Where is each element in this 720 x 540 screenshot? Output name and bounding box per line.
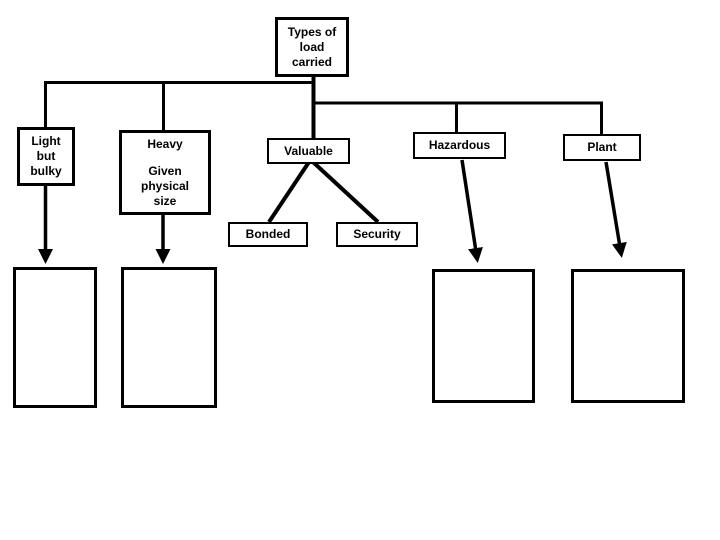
node-light-but-bulky[interactable]: Light but bulky bbox=[17, 127, 75, 186]
arrow-hazardous-to-answer-box bbox=[460, 159, 483, 263]
connector-valuable-security bbox=[311, 160, 380, 224]
node-plant[interactable]: Plant bbox=[563, 134, 641, 161]
node-security-label: Security bbox=[353, 227, 401, 241]
node-heavy-sublabel: Given physical size bbox=[140, 164, 190, 208]
answer-box-plant[interactable] bbox=[571, 269, 685, 403]
arrow-plant-to-answer-box bbox=[604, 161, 627, 258]
node-security[interactable]: Security bbox=[336, 222, 418, 247]
node-hazardous[interactable]: Hazardous bbox=[413, 132, 506, 159]
node-light-label: Light but bulky bbox=[30, 134, 62, 178]
node-heavy-label: Heavy bbox=[147, 137, 183, 151]
node-valuable[interactable]: Valuable bbox=[267, 138, 350, 164]
node-types-of-load-carried[interactable]: Types of load carried bbox=[275, 17, 349, 77]
node-bonded-label: Bonded bbox=[245, 227, 291, 241]
connector-valuable-bonded bbox=[267, 160, 311, 224]
node-hazardous-label: Hazardous bbox=[428, 138, 491, 152]
answer-box-light[interactable] bbox=[13, 267, 97, 408]
answer-box-heavy[interactable] bbox=[121, 267, 217, 408]
node-bonded[interactable]: Bonded bbox=[228, 222, 308, 247]
node-plant-label: Plant bbox=[587, 140, 617, 154]
node-heavy[interactable]: Heavy Given physical size bbox=[119, 130, 211, 215]
node-valuable-label: Valuable bbox=[284, 143, 333, 158]
node-types-label: Types of load carried bbox=[287, 24, 337, 69]
answer-box-hazardous[interactable] bbox=[432, 269, 535, 403]
